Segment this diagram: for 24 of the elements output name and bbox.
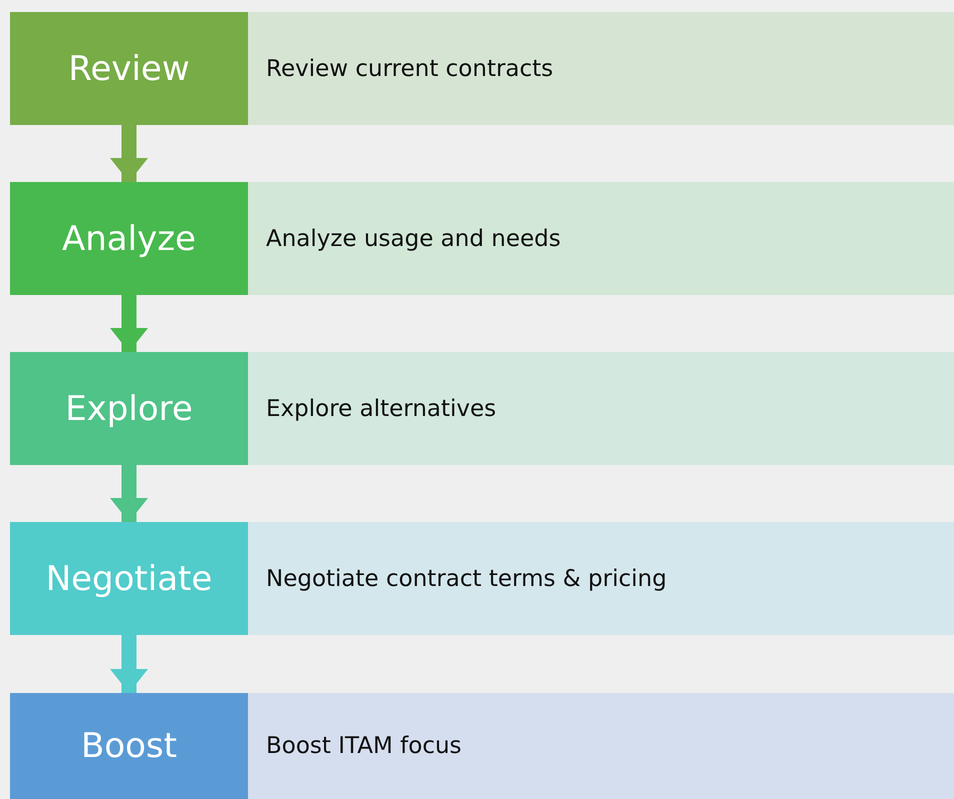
description-band — [248, 12, 954, 125]
description-text: Analyze usage and needs — [266, 226, 561, 252]
description-band — [248, 182, 954, 295]
step-label: Negotiate — [46, 558, 212, 598]
description-band — [248, 522, 954, 635]
description-band — [248, 352, 954, 465]
arrow — [110, 125, 148, 182]
step-box — [10, 12, 248, 125]
step-label: Analyze — [62, 218, 196, 258]
step-box — [10, 522, 248, 635]
description-text: Review current contracts — [266, 56, 554, 82]
step-label: Review — [68, 48, 190, 88]
description-text: Boost ITAM focus — [266, 733, 462, 759]
description-band — [248, 693, 954, 799]
description-text: Negotiate contract terms & pricing — [266, 566, 667, 592]
arrow — [110, 465, 148, 522]
step-label: Explore — [65, 388, 193, 428]
step-box — [10, 352, 248, 465]
step-box — [10, 182, 248, 295]
arrow — [110, 635, 148, 693]
step-label: Boost — [81, 726, 177, 766]
step-box — [10, 693, 248, 799]
description-text: Explore alternatives — [266, 396, 496, 422]
arrow — [110, 295, 148, 352]
